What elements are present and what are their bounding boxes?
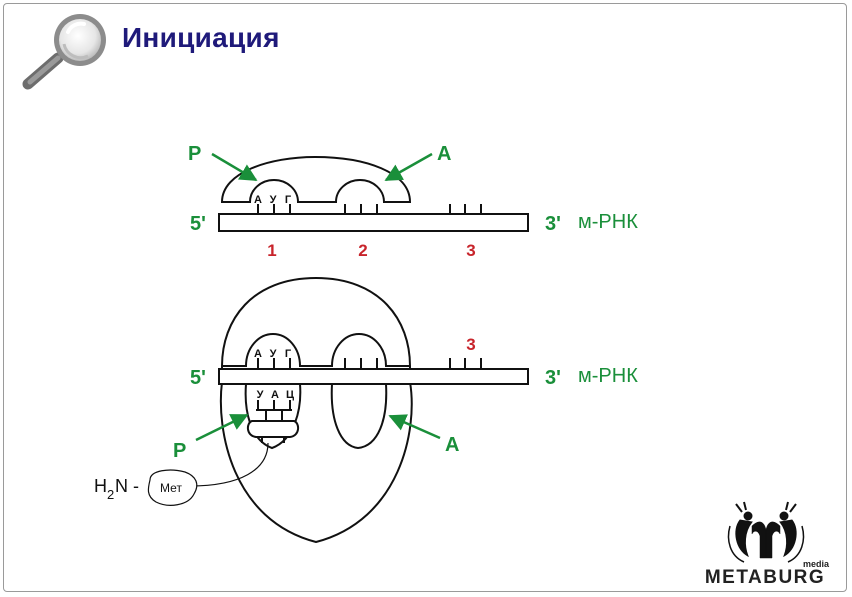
top-scheme: А У Г P A 5' 3' м-РНК 1 2 3 [188, 143, 638, 260]
magnifier-icon [22, 14, 106, 90]
metaburg-emblem-icon [727, 501, 805, 563]
bottom-large-subunit-edge [222, 333, 410, 367]
slide-frame [3, 3, 847, 592]
h2n-h: H [94, 476, 107, 496]
h2n-rest: N - [115, 476, 139, 496]
top-codon-1: А [254, 194, 262, 206]
top-mrna-strip [218, 213, 529, 232]
a-site-pocket [330, 383, 388, 450]
top-codon-2: У [270, 194, 277, 206]
top-number-2: 2 [358, 241, 367, 260]
top-large-subunit [220, 155, 412, 203]
top-arrow-p [211, 152, 258, 182]
brand-sub: media [803, 559, 830, 569]
bottom-mrna-label: м-РНК [578, 365, 638, 387]
anticodon-2: А [271, 389, 279, 401]
met-blob [147, 469, 198, 506]
p-site-pocket [244, 383, 302, 450]
top-mrna-label: м-РНК [578, 211, 638, 233]
top-label-a: A [437, 143, 451, 165]
h2n-subscript: 2 [107, 487, 114, 502]
bottom-arrow-p [195, 413, 249, 442]
met-label: Мет [160, 481, 182, 495]
page-title: Инициация [122, 22, 280, 53]
bottom-end-3: 3' [545, 367, 561, 389]
anticodon-3: Ц [286, 389, 294, 401]
top-end-3: 3' [545, 213, 561, 235]
brand-name: METABURG [705, 567, 825, 588]
bottom-end-5: 5' [190, 367, 206, 389]
bottom-label-a: A [445, 434, 459, 456]
bottom-scheme: А У Г 3 У А Ц 5' 3' м-РНК [94, 276, 638, 544]
top-number-1: 1 [267, 241, 276, 260]
top-arrow-a [384, 152, 433, 182]
bottom-label-p: P [173, 440, 186, 462]
top-label-p: P [188, 143, 201, 165]
bottom-codon-2: У [270, 348, 277, 360]
metaburg-logo: media METABURG [705, 501, 830, 588]
bottom-number-3: 3 [466, 335, 475, 354]
bottom-codon-3: Г [285, 348, 292, 360]
bottom-arrow-a [388, 414, 441, 440]
bottom-codon-1: А [254, 348, 262, 360]
anticodon-1: У [257, 389, 264, 401]
top-end-5: 5' [190, 213, 206, 235]
top-codon-3: Г [285, 194, 292, 206]
top-number-3: 3 [466, 241, 475, 260]
bottom-mrna-strip [218, 368, 529, 385]
trna-met-link [189, 442, 269, 487]
bottom-ribosome-body [219, 276, 413, 544]
